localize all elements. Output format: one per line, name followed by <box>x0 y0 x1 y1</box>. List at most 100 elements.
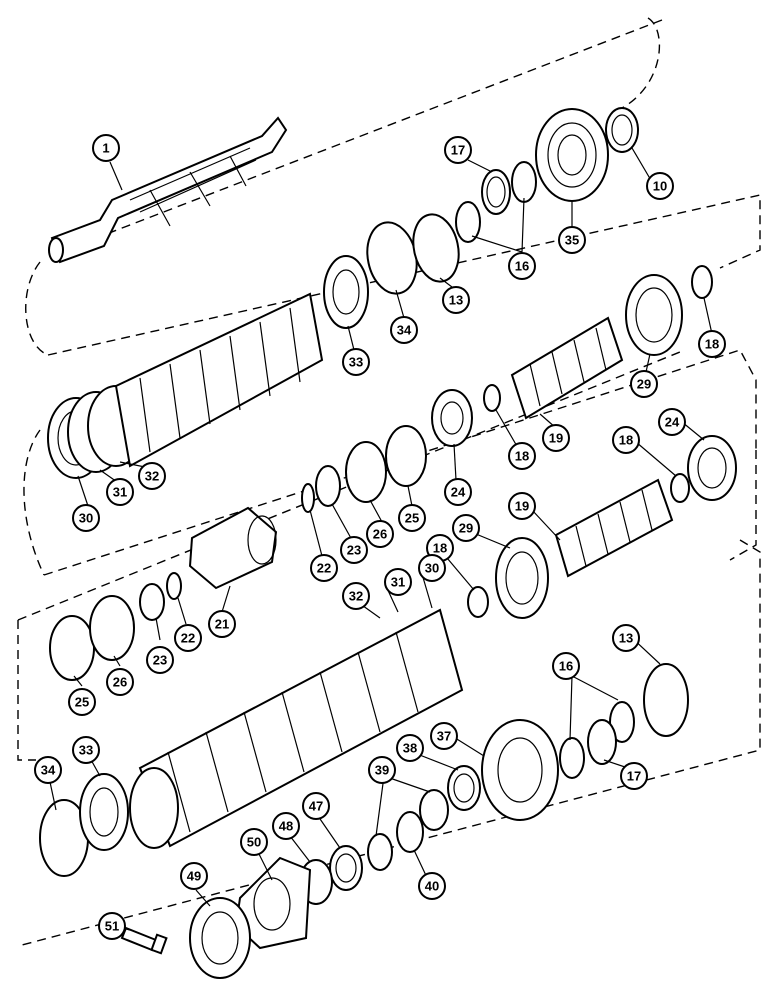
callout-31: 31 <box>384 568 412 596</box>
callout-33: 33 <box>342 348 370 376</box>
callout-circle <box>310 554 338 582</box>
callout-circle <box>620 762 648 790</box>
callout-label: 17 <box>627 769 641 784</box>
callout-35: 35 <box>558 226 586 254</box>
callout-label: 39 <box>375 763 389 778</box>
callout-label: 40 <box>425 879 439 894</box>
callout-label: 34 <box>397 323 412 338</box>
callout-label: 1 <box>102 141 109 156</box>
snap-ring-18-lower <box>467 586 489 618</box>
callout-circle <box>698 330 726 358</box>
washer-39b <box>367 833 393 871</box>
callout-circle <box>368 756 396 784</box>
callout-circle <box>302 792 330 820</box>
callout-circle <box>612 426 640 454</box>
ring-13-lower <box>643 663 689 737</box>
ring-25-lower <box>49 615 95 681</box>
callout-23: 23 <box>340 536 368 564</box>
callout-circle <box>430 722 458 750</box>
callout-circle <box>34 756 62 784</box>
callout-circle <box>418 554 446 582</box>
piston-29-upper <box>625 274 683 356</box>
callout-label: 30 <box>425 561 439 576</box>
callout-40: 40 <box>418 872 446 900</box>
callout-1: 1 <box>92 134 120 162</box>
callout-38: 38 <box>396 734 424 762</box>
callout-34: 34 <box>390 316 418 344</box>
callout-circle <box>180 862 208 890</box>
callout-label: 32 <box>349 589 363 604</box>
callout-circle <box>72 736 100 764</box>
snap-ring-34 <box>366 221 418 295</box>
callout-label: 21 <box>215 617 229 632</box>
shaft <box>48 116 288 264</box>
clutch-pack-lower <box>129 608 464 849</box>
callout-circle <box>508 442 536 470</box>
bearing-17-lower <box>587 719 617 765</box>
callout-25: 25 <box>398 504 426 532</box>
retainer-24-upper <box>431 389 473 447</box>
callout-label: 18 <box>619 433 633 448</box>
callout-13: 13 <box>612 624 640 652</box>
clutch-pack-upper <box>47 292 324 479</box>
callout-circle <box>398 504 426 532</box>
callout-bubbles: 1101716351334331829191824241830313225262… <box>34 134 726 940</box>
callout-30: 30 <box>72 504 100 532</box>
bolt-51 <box>120 926 168 955</box>
callout-circle <box>396 734 424 762</box>
callout-circle <box>508 492 536 520</box>
callout-circle <box>146 646 174 674</box>
callout-39: 39 <box>368 756 396 784</box>
callout-51: 51 <box>98 912 126 940</box>
callout-23: 23 <box>146 646 174 674</box>
snap-ring-18-right <box>670 473 690 503</box>
gear-37 <box>481 719 559 821</box>
bearing-10 <box>605 107 639 153</box>
callout-circle <box>342 348 370 376</box>
callout-label: 38 <box>403 741 417 756</box>
callout-circle <box>390 316 418 344</box>
callout-circle <box>444 478 472 506</box>
callout-label: 31 <box>391 575 405 590</box>
callout-circle <box>658 408 686 436</box>
callout-circle <box>98 912 126 940</box>
callout-circle <box>452 514 480 542</box>
bearing-17 <box>481 169 511 215</box>
gear-35 <box>535 108 609 202</box>
callout-label: 16 <box>559 659 573 674</box>
callout-label: 18 <box>515 449 529 464</box>
callout-circle <box>174 624 202 652</box>
callout-label: 19 <box>549 431 563 446</box>
washer-16a <box>455 201 481 243</box>
ring-26-lower <box>89 595 135 661</box>
snap-ring-18-upper <box>691 265 713 299</box>
snap-ring-18-mid <box>483 384 501 412</box>
callout-label: 13 <box>619 631 633 646</box>
ring-22-lower <box>166 572 182 600</box>
spring-19-lower <box>554 478 674 578</box>
callout-label: 50 <box>247 835 261 850</box>
callout-33: 33 <box>72 736 100 764</box>
callout-34: 34 <box>34 756 62 784</box>
callout-22: 22 <box>310 554 338 582</box>
callout-22: 22 <box>174 624 202 652</box>
callout-label: 23 <box>153 653 167 668</box>
callout-49: 49 <box>180 862 208 890</box>
callout-label: 29 <box>637 377 651 392</box>
callout-circle <box>342 582 370 610</box>
callout-circle <box>646 172 674 200</box>
callout-label: 18 <box>433 541 447 556</box>
callout-24: 24 <box>444 478 472 506</box>
cover-49 <box>189 897 251 979</box>
washer-16d <box>559 737 585 779</box>
ring-13 <box>412 213 460 283</box>
callout-circle <box>68 688 96 716</box>
callout-circle <box>558 226 586 254</box>
callout-circle <box>542 424 570 452</box>
callout-label: 25 <box>405 511 419 526</box>
callout-label: 24 <box>665 415 680 430</box>
callout-32: 32 <box>342 582 370 610</box>
bearing-38 <box>447 765 481 811</box>
bearing-47 <box>329 845 363 891</box>
